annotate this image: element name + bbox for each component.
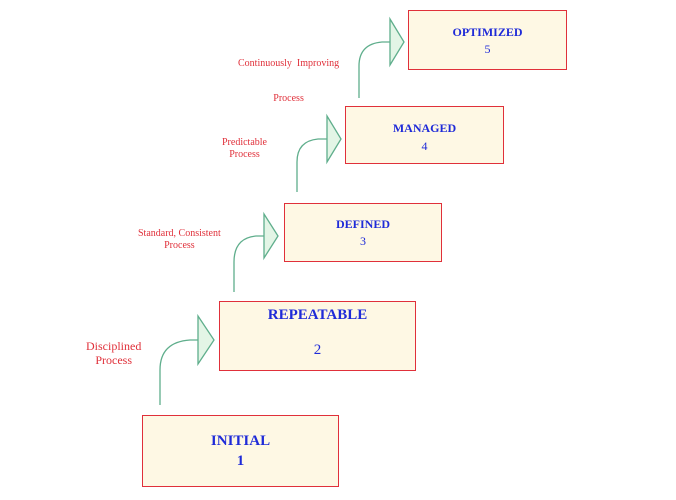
level-box-optimized: OPTIMIZED 5 [408, 10, 567, 70]
transition-label-line1: Predictable [222, 137, 267, 148]
level-name: DEFINED [335, 217, 390, 231]
arrow-initial-to-repeatable [159, 313, 215, 405]
level-box-repeatable: REPEATABLE 2 [219, 301, 416, 371]
level-number: 3 [360, 234, 366, 248]
level-number: 1 [236, 453, 245, 469]
transition-label-standard: Standard, Consistent Process [138, 228, 221, 251]
arrow-managed-to-optimized [358, 16, 405, 98]
level-box-initial: INITIAL 1 [142, 415, 339, 487]
level-name: MANAGED [392, 121, 457, 135]
level-number: 4 [421, 139, 428, 153]
level-number: 2 [313, 342, 322, 358]
transition-label-line2: Process [229, 148, 260, 160]
level-name: INITIAL [210, 433, 271, 449]
transition-label-line2: Process [273, 92, 304, 104]
transition-label-predictable: Predictable Process [222, 137, 267, 160]
arrow-defined-to-managed [296, 113, 342, 192]
level-number: 5 [484, 42, 491, 56]
transition-label-line1: Continuously Improving [238, 58, 340, 69]
transition-label-line1: Disciplined [86, 339, 142, 353]
level-box-managed: MANAGED 4 [345, 106, 504, 164]
arrow-repeatable-to-defined [233, 211, 279, 292]
transition-label-line2: Process [164, 239, 195, 251]
transition-label-line1: Standard, Consistent [138, 228, 221, 239]
level-box-defined: DEFINED 3 [284, 203, 442, 262]
transition-label-line2: Process [95, 352, 132, 367]
transition-label-continuous: Continuously Improving Process [238, 35, 339, 116]
level-name: REPEATABLE [267, 307, 368, 323]
level-name: OPTIMIZED [452, 25, 523, 39]
transition-label-disciplined: Disciplined Process [86, 339, 142, 368]
